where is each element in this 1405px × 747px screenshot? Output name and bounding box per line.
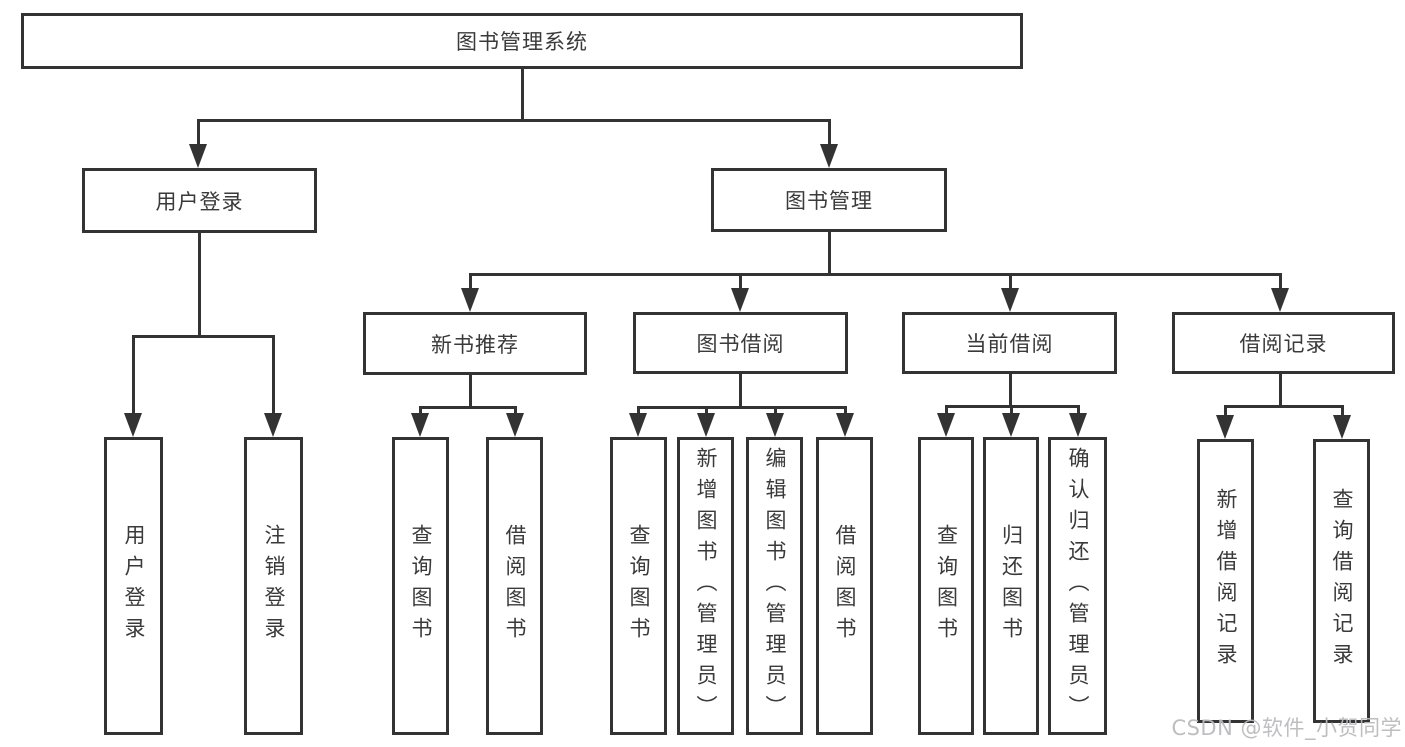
leaf-query-borrow-record: 查询借阅记录	[1313, 439, 1370, 723]
leaf-confirm-return-admin: 确认归还（管理员）	[1048, 437, 1107, 735]
connector-line	[272, 335, 275, 417]
arrow-down-icon	[836, 413, 854, 437]
node-borrow-record: 借阅记录	[1172, 312, 1395, 374]
connector-line	[739, 273, 742, 292]
connector-line	[705, 406, 708, 417]
node-label: 编辑图书（管理员）	[763, 446, 787, 726]
node-label: 借阅记录	[1239, 332, 1328, 356]
node-label: 确认归还（管理员）	[1066, 446, 1090, 726]
connector-line	[1010, 405, 1013, 417]
node-label: 新增借阅记录	[1214, 488, 1238, 674]
arrow-down-icon	[1002, 413, 1020, 437]
connector-line	[197, 119, 200, 148]
connector-line	[1009, 374, 1012, 408]
node-book-management: 图书管理	[711, 168, 947, 232]
leaf-add-borrow-record: 新增借阅记录	[1197, 439, 1254, 723]
connector-line	[198, 233, 201, 338]
connector-line	[521, 69, 524, 122]
connector-line	[739, 374, 742, 409]
arrow-down-icon	[1333, 415, 1351, 439]
leaf-borrow-books: 借阅图书	[816, 437, 873, 735]
arrow-down-icon	[1001, 288, 1019, 312]
connector-line	[514, 406, 517, 417]
connector-line	[1077, 405, 1080, 417]
arrow-down-icon	[766, 413, 784, 437]
arrow-down-icon	[411, 413, 429, 437]
arrow-down-icon	[124, 413, 142, 437]
arrow-down-icon	[461, 288, 479, 312]
leaf-add-books-admin: 新增图书（管理员）	[677, 437, 734, 735]
leaf-query-books: 查询图书	[392, 437, 449, 735]
arrow-down-icon	[697, 413, 715, 437]
connector-line	[844, 406, 847, 417]
leaf-query-books: 查询图书	[918, 437, 974, 735]
node-label: 查询图书	[409, 524, 433, 648]
arrow-down-icon	[506, 413, 524, 437]
arrow-down-icon	[1216, 415, 1234, 439]
node-user-login: 用户登录	[82, 168, 317, 233]
node-label: 新书推荐	[431, 332, 519, 357]
node-label: 注销登录	[262, 524, 286, 648]
connector-line	[828, 232, 831, 276]
connector-line	[1341, 405, 1344, 419]
connector-line	[132, 335, 275, 338]
node-label: 用户登录	[155, 189, 244, 214]
connector-line	[1224, 405, 1227, 419]
connector-line	[419, 406, 422, 417]
arrow-down-icon	[937, 413, 955, 437]
csdn-watermark: CSDN @软件_小贺同学	[1171, 716, 1402, 740]
node-label: 图书管理	[785, 189, 873, 213]
node-label: 借阅图书	[833, 524, 857, 648]
connector-line	[1224, 405, 1344, 408]
node-label: 当前借阅	[965, 332, 1054, 356]
node-label: 查询图书	[627, 524, 651, 648]
node-label: 借阅图书	[503, 524, 527, 648]
node-new-book-recommend: 新书推荐	[363, 312, 587, 375]
connector-line	[1279, 374, 1282, 408]
connector-line	[197, 119, 831, 122]
node-label: 图书管理系统	[456, 30, 588, 54]
leaf-return-books: 归还图书	[983, 437, 1039, 735]
node-label: 查询图书	[934, 524, 959, 648]
leaf-borrow-books: 借阅图书	[486, 437, 543, 735]
connector-line	[828, 119, 831, 148]
arrow-down-icon	[189, 144, 207, 168]
arrow-down-icon	[629, 413, 647, 437]
node-label: 图书借阅	[696, 332, 785, 356]
connector-line	[469, 273, 1282, 276]
node-label: 新增图书（管理员）	[694, 446, 718, 726]
connector-line	[469, 273, 472, 292]
connector-line	[469, 374, 472, 409]
arrow-down-icon	[731, 288, 749, 312]
arrow-down-icon	[1069, 413, 1087, 437]
node-current-borrow: 当前借阅	[902, 312, 1117, 374]
leaf-user-login: 用户登录	[104, 437, 163, 735]
leaf-edit-books-admin: 编辑图书（管理员）	[746, 437, 803, 735]
connector-line	[637, 406, 640, 417]
node-book-borrow: 图书借阅	[633, 312, 848, 374]
connector-line	[945, 405, 948, 417]
node-label: 归还图书	[999, 524, 1024, 648]
arrow-down-icon	[264, 413, 282, 437]
connector-line	[1009, 273, 1012, 292]
node-label: 用户登录	[122, 524, 146, 648]
arrow-down-icon	[1271, 288, 1289, 312]
leaf-query-books: 查询图书	[610, 437, 667, 735]
connector-line	[1279, 273, 1282, 292]
leaf-logout-login: 注销登录	[244, 437, 303, 735]
connector-line	[419, 406, 517, 409]
connector-line	[637, 406, 847, 409]
connector-line	[774, 406, 777, 417]
node-library-management-system: 图书管理系统	[21, 13, 1023, 69]
node-label: 查询借阅记录	[1330, 488, 1354, 674]
connector-line	[132, 335, 135, 417]
arrow-down-icon	[820, 144, 838, 168]
